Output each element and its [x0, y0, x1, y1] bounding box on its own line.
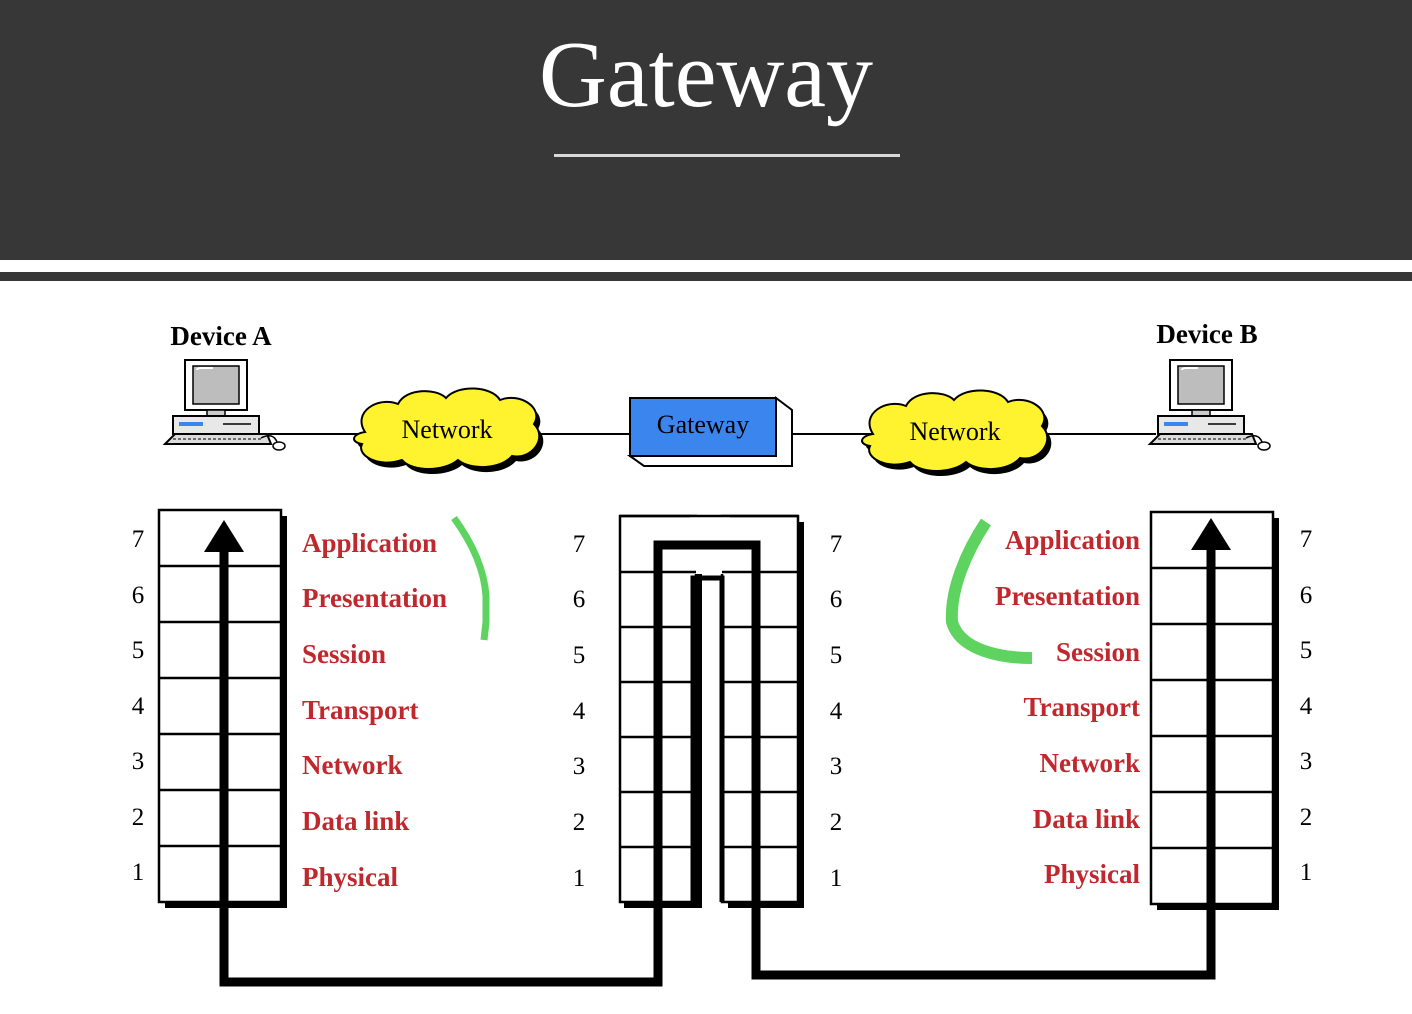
device-a-label: Device A — [170, 321, 272, 351]
gateway-layer-stack — [618, 514, 804, 908]
layer-number: 1 — [830, 865, 843, 892]
layer-name: Physical — [1044, 859, 1141, 889]
layer-number: 6 — [830, 586, 843, 613]
layer-number: 7 — [1300, 526, 1313, 553]
layer-number: 7 — [132, 526, 145, 553]
device-a-layer-numbers: 7 6 5 4 3 2 1 — [132, 526, 145, 886]
device-b-label: Device B — [1156, 319, 1257, 349]
device-b-computer-icon — [1147, 359, 1271, 451]
device-a-computer-icon — [162, 359, 286, 451]
layer-number: 3 — [1300, 748, 1313, 775]
device-a-layer-names: Application Presentation Session Transpo… — [302, 528, 447, 892]
arrow-up-icon — [1191, 518, 1231, 550]
layer-number: 4 — [573, 698, 586, 725]
gateway-box-icon — [626, 396, 793, 467]
layer-name: Transport — [1023, 692, 1140, 722]
layer-name: Session — [302, 639, 386, 669]
device-b-layer-numbers: 7 6 5 4 3 2 1 — [1300, 526, 1313, 886]
layer-name: Data link — [302, 806, 409, 836]
gateway-left-layer-numbers: 7 6 5 4 3 2 1 — [573, 531, 586, 892]
layer-name: Session — [1056, 637, 1140, 667]
network-cloud-icon — [353, 387, 544, 474]
layer-number: 5 — [830, 642, 843, 669]
layer-name: Data link — [1033, 804, 1140, 834]
layer-number: 3 — [830, 753, 843, 780]
device-b-layer-stack — [1149, 510, 1279, 910]
layer-number: 7 — [573, 531, 586, 558]
layer-number: 1 — [132, 859, 145, 886]
data-path-inner-line — [690, 575, 725, 902]
layer-number: 2 — [1300, 804, 1313, 831]
layer-name: Presentation — [302, 583, 447, 613]
network-right-label: Network — [910, 417, 1001, 446]
highlight-mark-right — [945, 518, 1033, 664]
layer-number: 2 — [573, 809, 586, 836]
arrow-up-icon — [204, 520, 244, 552]
highlight-mark-left — [451, 515, 490, 641]
layer-number: 7 — [830, 531, 843, 558]
layer-name: Application — [302, 528, 437, 558]
layer-number: 6 — [132, 582, 145, 609]
layer-name: Network — [302, 750, 402, 780]
layer-number: 6 — [573, 586, 586, 613]
layer-name: Application — [1005, 525, 1140, 555]
layer-number: 3 — [573, 753, 586, 780]
layer-number: 1 — [573, 865, 586, 892]
network-left-label: Network — [402, 415, 493, 444]
layer-name: Transport — [302, 695, 419, 725]
layer-number: 1 — [1300, 859, 1313, 886]
layer-name: Network — [1040, 748, 1140, 778]
data-path-line — [219, 540, 1216, 987]
layer-number: 3 — [132, 748, 145, 775]
gateway-box-label: Gateway — [657, 410, 749, 439]
network-cloud-icon — [861, 389, 1052, 476]
layer-number: 6 — [1300, 582, 1313, 609]
layer-name: Physical — [302, 862, 399, 892]
layer-number: 5 — [132, 637, 145, 664]
gateway-right-layer-numbers: 7 6 5 4 3 2 1 — [830, 531, 843, 892]
layer-number: 4 — [132, 693, 145, 720]
layer-number: 2 — [830, 809, 843, 836]
layer-number: 5 — [1300, 637, 1313, 664]
layer-number: 4 — [1300, 693, 1313, 720]
slide-header: Gateway — [0, 0, 1412, 260]
layer-number: 5 — [573, 642, 586, 669]
layer-number: 4 — [830, 698, 843, 725]
header-rule — [0, 272, 1412, 281]
slide-title: Gateway — [538, 23, 874, 127]
device-b-layer-names: Application Presentation Session Transpo… — [995, 525, 1140, 889]
title-underline — [554, 154, 900, 157]
layer-number: 2 — [132, 804, 145, 831]
layer-name: Presentation — [995, 581, 1140, 611]
